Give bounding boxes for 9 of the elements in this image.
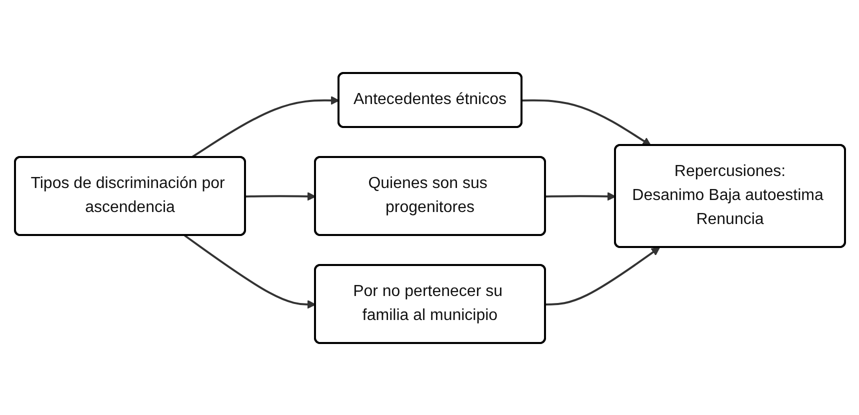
arrow	[521, 98, 651, 146]
node-text: Quienes son sus progenitores	[368, 174, 487, 216]
arrow	[244, 192, 316, 200]
arrow	[544, 192, 616, 200]
arrow	[184, 234, 316, 308]
arrow	[190, 96, 339, 158]
node-text: Por no pertenecer su familia al municipio	[352, 282, 502, 324]
arrow	[544, 246, 660, 305]
node-text: Repercusiones: Desanimo Baja autoestima Renuncia	[632, 162, 823, 228]
